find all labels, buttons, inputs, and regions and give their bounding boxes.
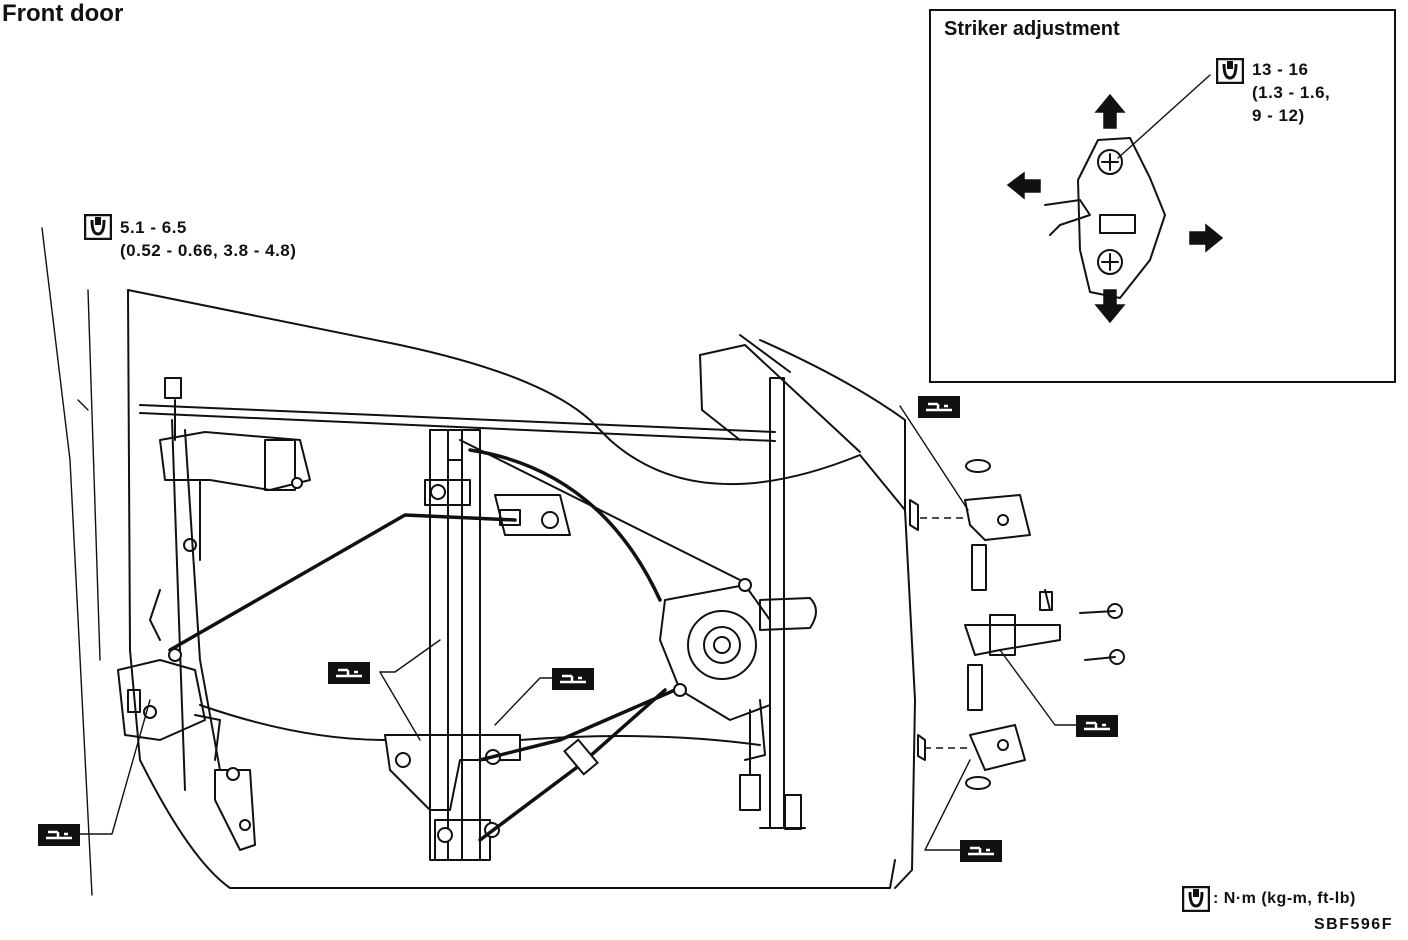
hinge-torque-line-1: 5.1 - 6.5 xyxy=(120,218,187,237)
hinge-torque-line-2: (0.52 - 0.66, 3.8 - 4.8) xyxy=(120,241,297,260)
grease-point-badge xyxy=(918,396,960,418)
regulator-cables xyxy=(459,439,741,842)
striker-torque-line-3: 9 - 12) xyxy=(1252,106,1305,125)
leader-lines xyxy=(79,405,1077,851)
hinge-bolt-torque: 5.1 - 6.5 (0.52 - 0.66, 3.8 - 4.8) xyxy=(120,216,296,262)
grease-point-badge xyxy=(38,824,80,846)
grease-point-badge xyxy=(1076,715,1118,737)
striker-inset-box xyxy=(929,9,1396,383)
grease-point-badge xyxy=(960,840,1002,862)
window-motor xyxy=(659,578,817,811)
inside-handle-bracket xyxy=(494,494,571,536)
striker-torque-line-2: (1.3 - 1.6, xyxy=(1252,83,1331,102)
grease-point-badge xyxy=(328,662,370,684)
lock-rod-end xyxy=(214,767,256,851)
lower-hinge xyxy=(917,664,1026,790)
door-lock-assembly xyxy=(117,648,221,761)
rear-glass-channel xyxy=(759,377,806,830)
upper-hinge xyxy=(909,459,1031,591)
torque-wrench-icon xyxy=(1216,58,1244,84)
torque-unit-legend: : N·m (kg-m, ft-lb) xyxy=(1213,890,1356,907)
figure-code: SBF596F xyxy=(1314,916,1393,933)
torque-wrench-icon xyxy=(1182,886,1210,912)
striker-torque: 13 - 16 (1.3 - 1.6, 9 - 12) xyxy=(1252,58,1330,127)
lock-actuator xyxy=(159,377,311,561)
door-shell xyxy=(127,289,916,889)
belt-line xyxy=(139,404,776,442)
striker-inset-title: Striker adjustment xyxy=(944,18,1120,40)
torque-wrench-icon xyxy=(84,214,112,240)
door-check-link xyxy=(964,589,1125,665)
diagram-title: Front door xyxy=(2,0,124,27)
grease-point-badge xyxy=(552,668,594,690)
door-pillar xyxy=(41,227,101,896)
striker-torque-line-1: 13 - 16 xyxy=(1252,60,1309,79)
lock-rods xyxy=(149,419,761,791)
